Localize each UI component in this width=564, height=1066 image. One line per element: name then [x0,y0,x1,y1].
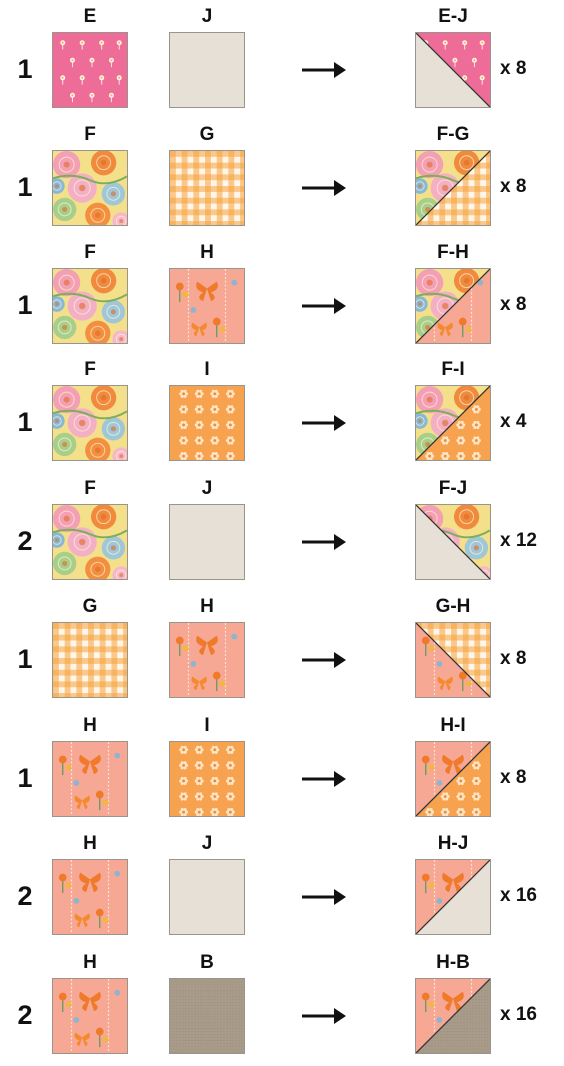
multiplier-label: x 8 [500,294,527,315]
right-arrow-icon [300,530,348,554]
quantity-label: 1 [17,290,33,320]
right-arrow-icon [300,648,348,672]
multiplier-label: x 16 [500,1004,537,1025]
fabric-a-label: F [84,359,96,380]
quantity-label: 2 [17,1000,33,1030]
multiplier-label: x 8 [500,767,527,788]
fabric-a-swatch [52,978,128,1054]
result-hst-block [415,385,491,461]
fabric-b-swatch [169,150,245,226]
fabric-b-swatch [169,622,245,698]
hst-row: 1 E J E-J x 8 [0,2,564,120]
fabric-a-label: F [84,124,96,145]
quantity-label: 1 [17,644,33,674]
fabric-a-label: H [83,833,97,854]
fabric-a-swatch [52,268,128,344]
fabric-a-label: H [83,715,97,736]
fabric-a-swatch [52,150,128,226]
fabric-b-swatch [169,268,245,344]
fabric-b-label: J [201,478,213,499]
quantity-label: 1 [17,54,33,84]
fabric-b-label: I [204,359,210,380]
fabric-a-swatch [52,741,128,817]
fabric-a-swatch [52,504,128,580]
result-label: H-I [440,715,466,736]
fabric-b-label: H [200,242,214,263]
result-hst-block [415,150,491,226]
fabric-a-label: F [84,478,96,499]
fabric-b-label: G [199,124,215,145]
result-label: F-I [441,359,465,380]
fabric-a-swatch [52,859,128,935]
multiplier-label: x 4 [500,411,527,432]
quantity-label: 1 [17,763,33,793]
fabric-b-label: J [201,6,213,27]
result-label: H-J [437,833,469,854]
quantity-label: 2 [17,881,33,911]
fabric-b-label: I [204,715,210,736]
fabric-a-label: G [82,596,98,617]
right-arrow-icon [300,58,348,82]
result-hst-block [415,741,491,817]
result-label: H-B [436,952,470,973]
hst-row: 1 F G F-G x 8 [0,120,564,238]
right-arrow-icon [300,1004,348,1028]
fabric-a-label: F [84,242,96,263]
multiplier-label: x 8 [500,176,527,197]
hst-row: 2 H J H-J x 16 [0,829,564,947]
hst-row: 2 H B H-B x 16 [0,948,564,1066]
hst-row: 2 F J F-J x 12 [0,474,564,592]
result-hst-block [415,504,491,580]
multiplier-label: x 12 [500,530,537,551]
fabric-a-label: E [83,6,97,27]
result-label: F-J [438,478,468,499]
fabric-b-label: H [200,596,214,617]
right-arrow-icon [300,767,348,791]
result-label: F-G [436,124,470,145]
hst-row: 1 F H F-H x 8 [0,238,564,356]
multiplier-label: x 16 [500,885,537,906]
result-label: G-H [435,596,471,617]
fabric-b-swatch [169,978,245,1054]
result-hst-block [415,859,491,935]
fabric-b-label: J [201,833,213,854]
hst-row: 1 H I H-I x 8 [0,711,564,829]
quantity-label: 1 [17,407,33,437]
fabric-a-swatch [52,32,128,108]
multiplier-label: x 8 [500,58,527,79]
result-label: F-H [437,242,469,263]
right-arrow-icon [300,294,348,318]
fabric-b-swatch [169,32,245,108]
hst-row: 1 F I F-I x 4 [0,355,564,473]
fabric-b-label: B [200,952,214,973]
right-arrow-icon [300,176,348,200]
hst-row: 1 G H G-H x 8 [0,592,564,710]
fabric-a-swatch [52,385,128,461]
fabric-b-swatch [169,741,245,817]
result-hst-block [415,268,491,344]
fabric-a-label: H [83,952,97,973]
quantity-label: 1 [17,172,33,202]
fabric-a-swatch [52,622,128,698]
right-arrow-icon [300,411,348,435]
result-hst-block [415,622,491,698]
fabric-b-swatch [169,859,245,935]
result-hst-block [415,978,491,1054]
result-label: E-J [438,6,468,27]
result-hst-block [415,32,491,108]
right-arrow-icon [300,885,348,909]
multiplier-label: x 8 [500,648,527,669]
fabric-b-swatch [169,385,245,461]
quantity-label: 2 [17,526,33,556]
fabric-b-swatch [169,504,245,580]
